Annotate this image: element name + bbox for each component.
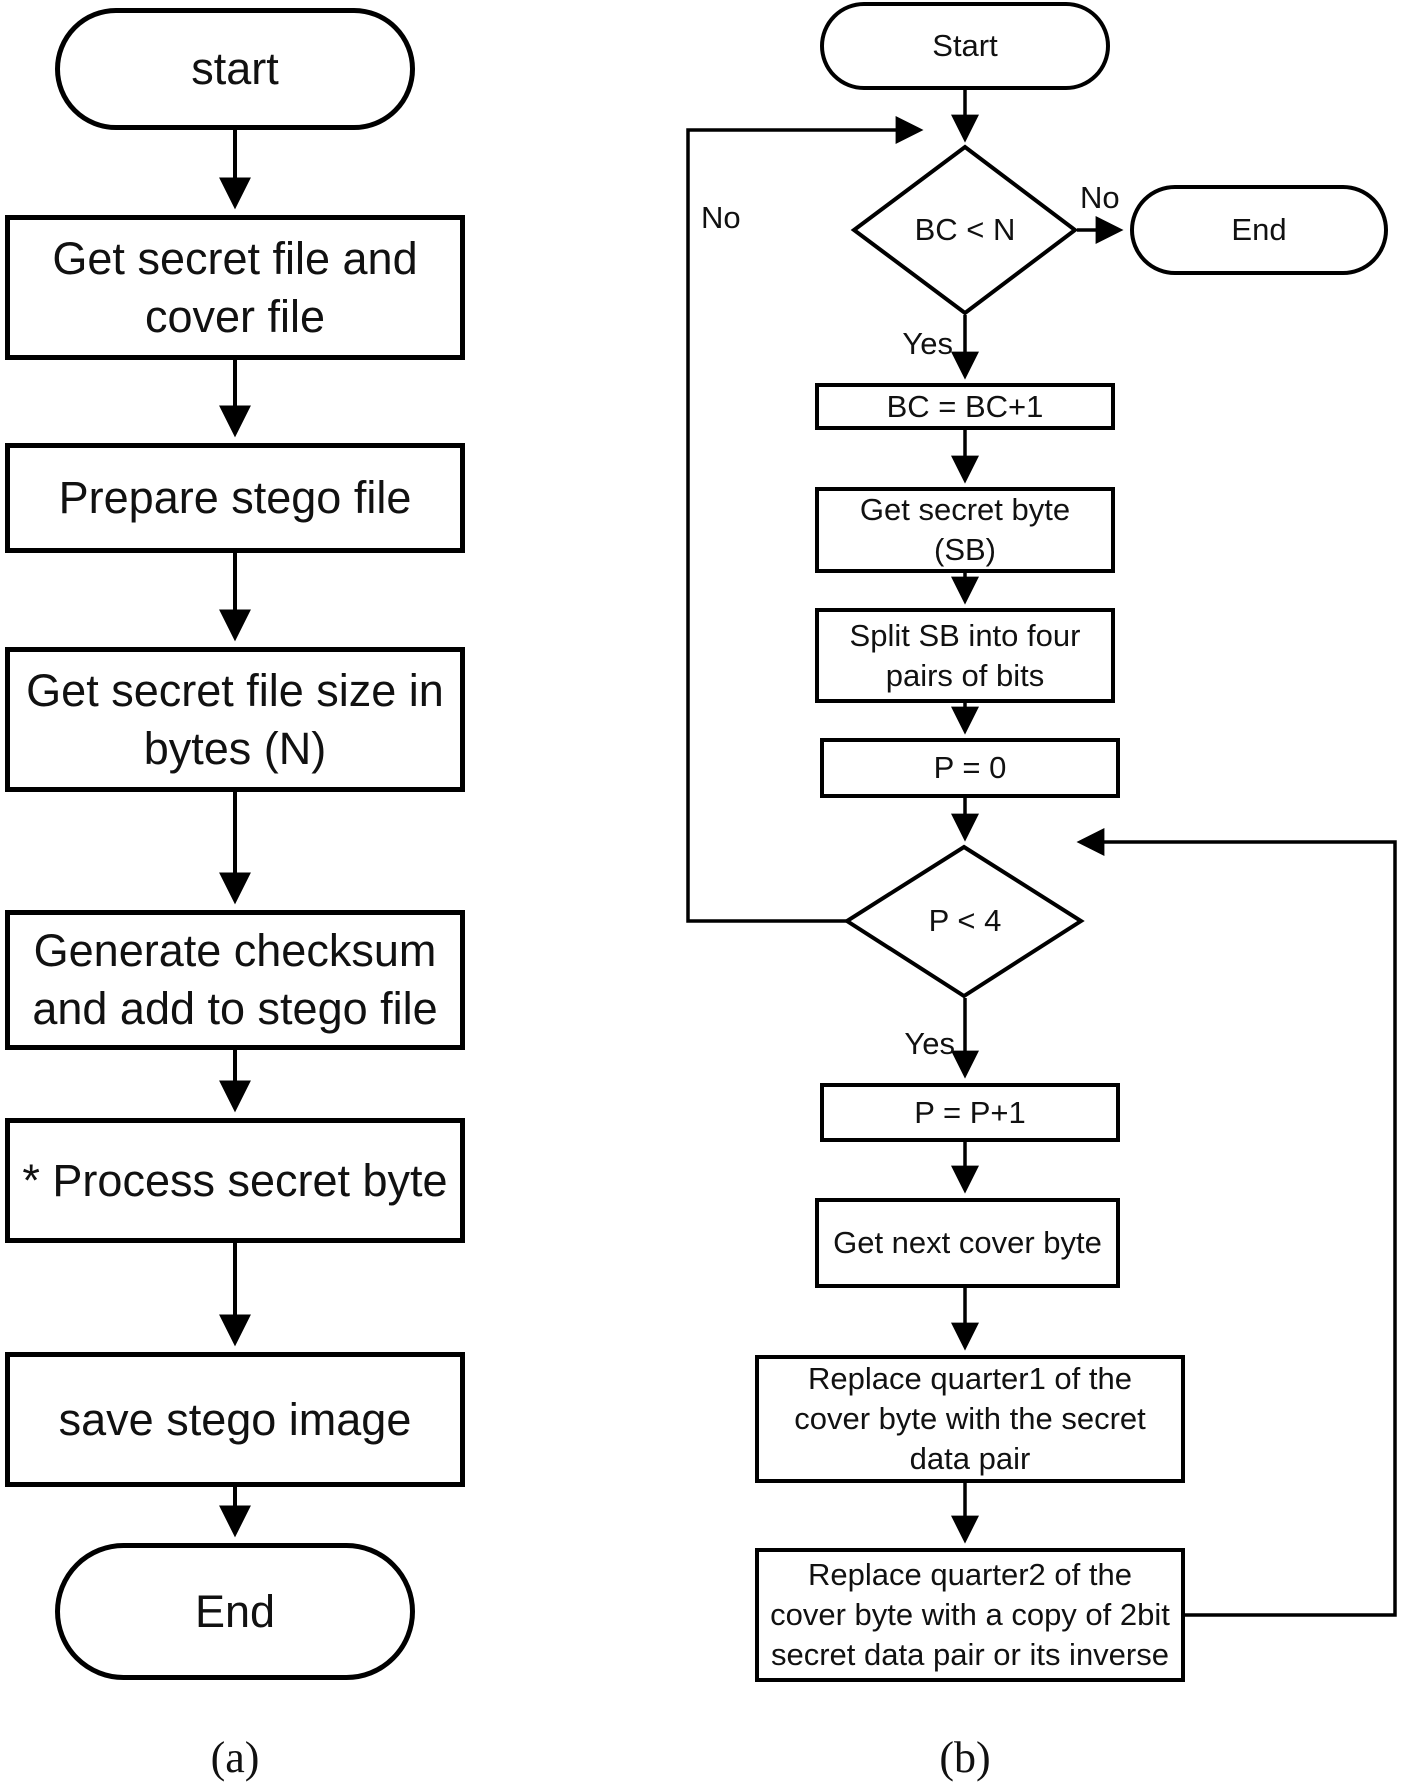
arrow-b-feedback-loop <box>1076 828 1397 1617</box>
decision-p-diamond <box>843 844 1085 999</box>
process-b-p-increment: P = P+1 <box>820 1083 1120 1142</box>
decision-p-label: P < 4 <box>928 903 1002 939</box>
process-b-bc-increment: BC = BC+1 <box>815 383 1115 430</box>
caption-b: (b) <box>939 1733 991 1782</box>
process-b-get-next-cover-byte: Get next cover byte <box>815 1198 1120 1288</box>
decision-bc-diamond <box>850 144 1079 316</box>
flowchart-b-arrows <box>686 90 1397 1617</box>
process-b-split-sb: Split SB into four pairs of bits <box>815 608 1115 703</box>
terminal-b-end: End <box>1130 185 1388 275</box>
process-a-generate-checksum: Generate checksum and add to stego file <box>5 910 465 1050</box>
terminal-a-start: start <box>55 8 415 130</box>
terminal-a-end: End <box>55 1543 415 1680</box>
process-b-get-secret-byte: Get secret byte (SB) <box>815 487 1115 573</box>
process-b-replace-quarter1: Replace quarter1 of the cover byte with … <box>755 1355 1185 1483</box>
arrow-b-no-loop <box>686 116 924 923</box>
process-a-get-secret-file-size: Get secret file size in bytes (N) <box>5 647 465 792</box>
process-b-p-zero: P = 0 <box>820 738 1120 798</box>
edge-label-no-to-end: No <box>1080 180 1120 215</box>
edge-label-no-loop: No <box>701 200 741 235</box>
edge-label-yes-from-bc: Yes <box>902 326 953 361</box>
caption-a: (a) <box>210 1733 260 1782</box>
edge-label-yes-from-p: Yes <box>904 1026 955 1061</box>
process-a-save-stego-image: save stego image <box>5 1352 465 1487</box>
terminal-b-start: Start <box>820 2 1110 90</box>
process-a-prepare-stego-file: Prepare stego file <box>5 443 465 553</box>
process-b-replace-quarter2: Replace quarter2 of the cover byte with … <box>755 1548 1185 1682</box>
process-a-process-secret-byte: * Process secret byte <box>5 1118 465 1243</box>
process-a-get-secret-cover-file: Get secret file and cover file <box>5 215 465 360</box>
decision-bc-label: BC < N <box>914 212 1016 248</box>
